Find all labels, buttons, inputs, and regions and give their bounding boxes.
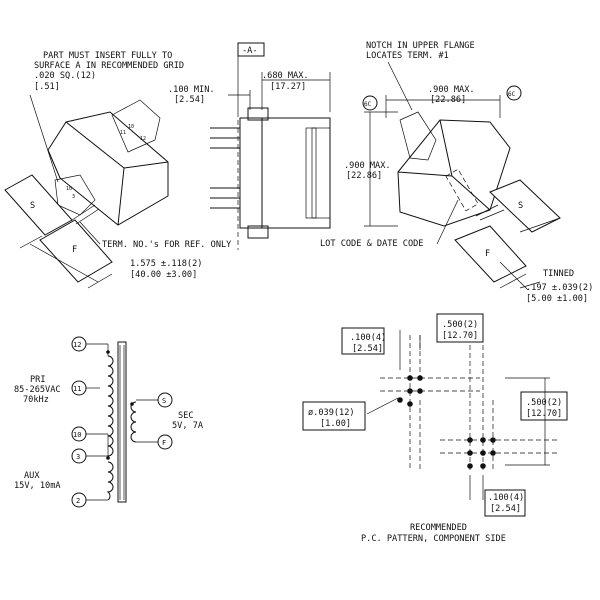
tinned-note: TINNED	[543, 269, 574, 279]
pcb-hole-dim-mm: [1.00]	[320, 419, 351, 429]
terminal-s	[157, 392, 173, 408]
max-900-height-dim-mm: [22.86]	[346, 171, 382, 181]
ref-6c-bubble-right	[506, 85, 522, 101]
tin-length-dim: .197 ±.039(2)	[526, 283, 593, 293]
pcb-dim-100-box	[341, 327, 385, 355]
lot-code-note: LOT CODE & DATE CODE	[320, 239, 423, 249]
insert-note-line2: SURFACE A IN RECOMMENDED GRID	[34, 61, 184, 71]
pcb-hole-dim-box	[302, 401, 366, 431]
pri-label-line2: 85-265VAC	[14, 385, 61, 395]
lead-f-box-right	[454, 225, 527, 283]
min-100-dim: .100 MIN.	[168, 85, 215, 95]
lead-f-box	[39, 219, 113, 283]
lead-f-label: F	[72, 245, 77, 255]
tin-length-dim-mm: [5.00 ±1.00]	[526, 294, 588, 304]
terminal-10-label: 10	[73, 431, 81, 439]
max-900-width-dim-mm: [22.86]	[430, 95, 466, 105]
right-iso-view: S F	[364, 61, 561, 291]
datum-a-box	[237, 42, 265, 57]
pin-label: 12	[140, 136, 146, 142]
terminal-2-label: 2	[76, 497, 80, 505]
lead-length-dim: 1.575 ±.118(2)	[130, 259, 202, 269]
pcb-hole-dim: ø.039(12)	[308, 408, 355, 418]
max-680-dim: .680 MAX.	[262, 71, 309, 81]
sec-label-line2: 5V, 7A	[172, 421, 204, 431]
lead-s-box-right	[489, 179, 561, 233]
terminal-12	[71, 336, 87, 352]
pcb-dim-500v: .500(2)	[526, 398, 562, 408]
insert-note-line1: PART MUST INSERT FULLY TO	[43, 51, 172, 61]
lead-length-dim-mm: [40.00 ±3.00]	[130, 270, 197, 280]
pcb-dim-100b-mm: [2.54]	[490, 504, 521, 514]
lead-f-label-right: F	[485, 249, 490, 259]
schematic	[86, 341, 158, 503]
sec-label-line1: SEC	[178, 411, 194, 421]
terminal-2	[71, 492, 87, 508]
pcb-dim-500-mm: [12.70]	[442, 331, 478, 341]
ref-6c-bubble-left	[362, 95, 378, 111]
left-iso-view: 10 11 12 10 3 S F	[4, 94, 169, 289]
ref-6c-label: 6C	[364, 101, 372, 108]
terminal-11	[71, 380, 87, 396]
pin-label: 3	[72, 194, 75, 200]
terminal-10	[71, 426, 87, 442]
max-680-dim-mm: [17.27]	[270, 82, 306, 92]
pin-label: 10	[66, 186, 72, 192]
terminal-3-label: 3	[76, 453, 80, 461]
terminal-f-label: F	[162, 439, 166, 447]
pin-label: 10	[128, 124, 134, 130]
notch-note-line2: LOCATES TERM. #1	[366, 51, 449, 61]
pcb-dim-100-mm: [2.54]	[352, 344, 383, 354]
pcb-caption-line2: P.C. PATTERN, COMPONENT SIDE	[361, 534, 506, 544]
pcb-dim-500v-box	[520, 391, 568, 421]
pri-label-line3: 70kHz	[23, 395, 49, 405]
side-view	[210, 55, 331, 250]
insert-note-line3: .020 SQ.(12)	[34, 71, 96, 81]
pcb-dim-500: .500(2)	[442, 320, 478, 330]
notch-note-line1: NOTCH IN UPPER FLANGE	[366, 41, 475, 51]
lead-s-label-right: S	[518, 201, 523, 211]
datum-a-label: -A-	[242, 46, 258, 56]
max-900-height-dim: .900 MAX.	[344, 161, 391, 171]
pcb-pattern	[366, 330, 560, 500]
pin-label: 11	[120, 130, 126, 136]
pcb-dim-500v-mm: [12.70]	[526, 409, 562, 419]
aux-label-line2: 15V, 10mA	[14, 481, 61, 491]
pri-label-line1: PRI	[30, 375, 46, 385]
pcb-dim-100: .100(4)	[350, 333, 386, 343]
lead-s-box	[4, 174, 73, 236]
terminal-3	[71, 448, 87, 464]
term-ref-note: TERM. NO.'s FOR REF. ONLY	[102, 240, 232, 250]
terminal-11-label: 11	[73, 385, 81, 393]
pcb-caption-line1: RECOMMENDED	[410, 523, 467, 533]
terminal-12-label: 12	[73, 341, 81, 349]
pcb-dim-100b: .100(4)	[488, 493, 524, 503]
ref-6c-label: 6C	[508, 91, 516, 98]
pcb-dim-100b-box	[484, 489, 526, 517]
lead-s-label: S	[30, 201, 35, 211]
pcb-dim-500-box	[436, 313, 484, 343]
min-100-dim-mm: [2.54]	[174, 95, 205, 105]
terminal-f	[157, 434, 173, 450]
max-900-width-dim: .900 MAX.	[428, 85, 475, 95]
insert-note-line4: [.51]	[34, 82, 60, 92]
terminal-s-label: S	[162, 397, 166, 405]
aux-label-line1: AUX	[24, 471, 40, 481]
